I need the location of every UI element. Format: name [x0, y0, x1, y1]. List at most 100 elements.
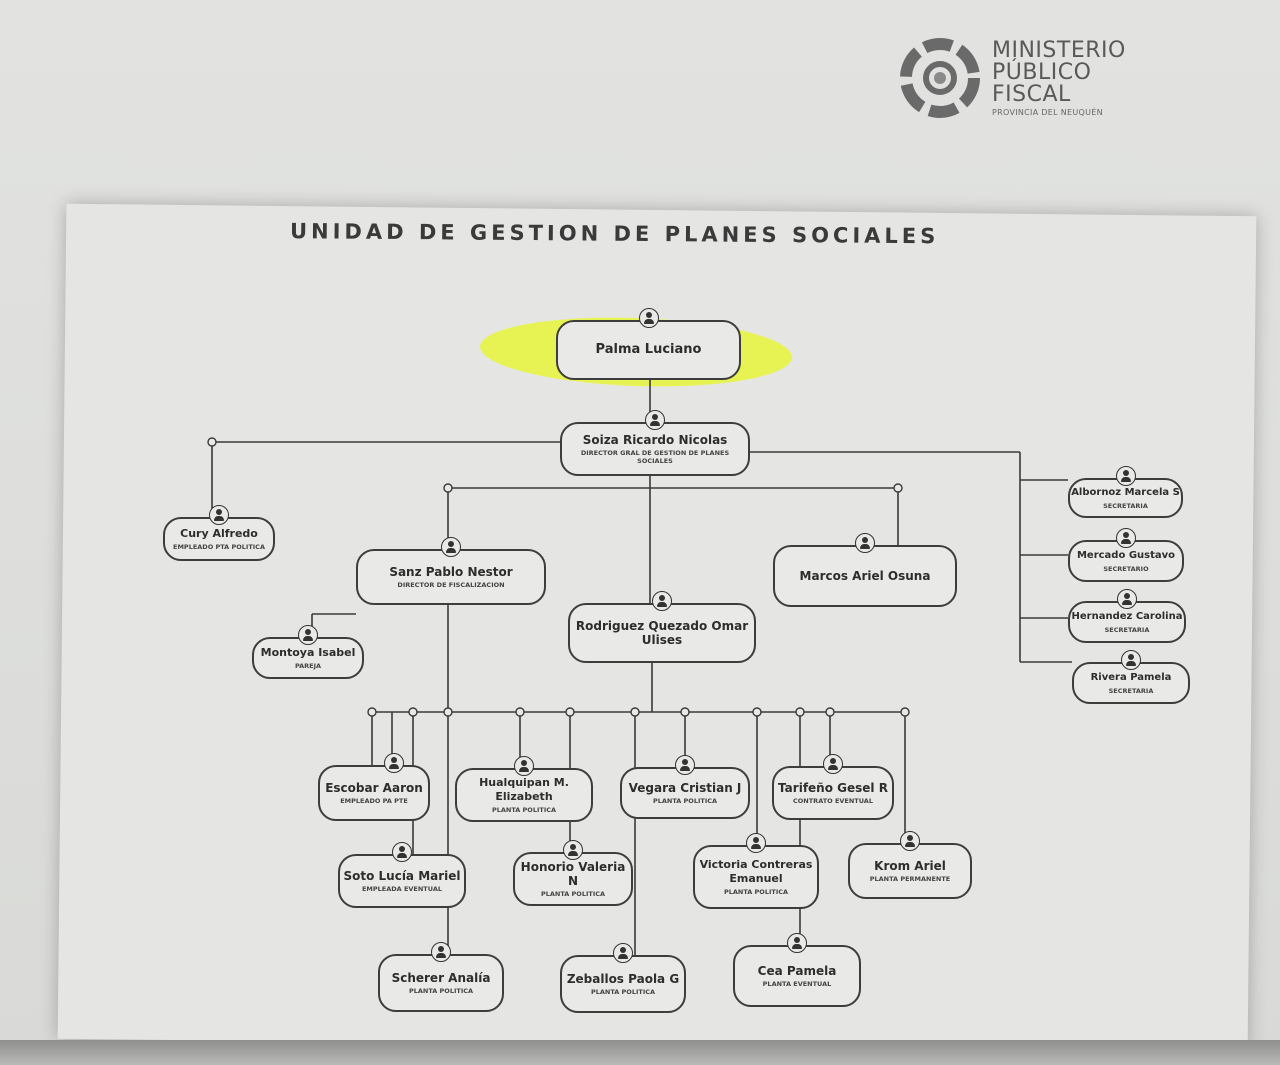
- node-role: SECRETARIA: [1104, 626, 1150, 634]
- person-icon: [652, 591, 672, 611]
- node-name: Rodriguez Quezado Omar Ulises: [575, 619, 749, 647]
- node-role: PLANTA EVENTUAL: [762, 980, 832, 988]
- node-role: SECRETARIO: [1103, 565, 1149, 573]
- node-name: Soiza Ricardo Nicolas: [582, 433, 728, 447]
- node-name: Hualquipan M. Elizabeth: [479, 776, 569, 803]
- connector-dot: [893, 483, 903, 493]
- node-name: Sanz Pablo Nestor: [389, 565, 513, 579]
- person-icon: [209, 505, 229, 525]
- connector-dot: [565, 707, 575, 717]
- org-node-marcos: Marcos Ariel Osuna: [773, 545, 957, 607]
- node-role: DIRECTOR GRAL DE GESTION DE PLANES SOCIA…: [580, 449, 730, 465]
- person-icon: [298, 625, 318, 645]
- person-icon: [855, 533, 875, 553]
- node-name: Palma Luciano: [595, 342, 702, 357]
- node-name: Mercado Gustavo: [1076, 550, 1176, 561]
- node-role: PLANTA POLITICA: [723, 888, 789, 896]
- node-name: Soto Lucía Mariel: [343, 869, 461, 883]
- person-icon: [787, 933, 807, 953]
- person-icon: [441, 537, 461, 557]
- connector-dot: [515, 707, 525, 717]
- person-icon: [1115, 466, 1136, 486]
- node-role: PLANTA POLITICA: [590, 988, 656, 996]
- person-icon: [645, 410, 665, 430]
- connector-dot: [443, 483, 453, 493]
- node-name: Marcos Ariel Osuna: [799, 569, 931, 583]
- node-role: CONTRATO EVENTUAL: [793, 797, 873, 805]
- connector-dot: [207, 437, 217, 447]
- person-icon: [638, 308, 659, 328]
- logo-line-1: MINISTERIO: [992, 38, 1126, 63]
- node-role: PLANTA PERMANENTE: [869, 875, 951, 883]
- node-name: Victoria Contreras Emanuel: [699, 858, 813, 885]
- org-node-tarifeno: Tarifeño Gesel R CONTRATO EVENTUAL: [772, 766, 894, 820]
- ministerio-logo: MINISTERIO PÚBLICO FISCAL PROVINCIA DEL …: [900, 38, 1160, 128]
- node-role: PAREJA: [294, 662, 322, 670]
- person-icon: [431, 942, 451, 962]
- connector-dot: [900, 707, 910, 717]
- node-role: PLANTA POLITICA: [491, 806, 557, 814]
- org-node-honorio: Honorio Valeria N PLANTA POLITICA: [513, 852, 633, 906]
- node-name: Tarifeño Gesel R: [778, 781, 888, 795]
- node-name: Scherer Analía: [391, 971, 491, 985]
- person-icon: [746, 833, 766, 853]
- person-icon: [384, 753, 404, 773]
- connector-dot: [443, 707, 453, 717]
- person-icon: [392, 842, 412, 862]
- node-role: EMPLEADA EVENTUAL: [361, 885, 442, 893]
- person-icon: [1117, 589, 1137, 609]
- node-name: Rivera Pamela: [1090, 672, 1172, 683]
- node-role: DIRECTOR DE FISCALIZACION: [397, 581, 505, 589]
- node-name: Vegara Cristian J: [628, 781, 742, 795]
- connector-dot: [630, 707, 640, 717]
- connector-dot: [408, 707, 418, 717]
- node-name: Honorio Valeria N: [520, 860, 626, 888]
- connector-dot: [825, 707, 835, 717]
- node-role: EMPLEADO PTA POLITICA: [173, 543, 265, 551]
- logo-line-2: PÚBLICO: [992, 60, 1092, 85]
- logo-line-3: FISCAL: [992, 82, 1071, 107]
- bottom-edge-shadow: [0, 1040, 1280, 1065]
- node-name: Krom Ariel: [874, 859, 946, 873]
- org-node-rodriguez: Rodriguez Quezado Omar Ulises: [568, 603, 756, 663]
- person-icon: [563, 840, 583, 860]
- node-name: Albornoz Marcela S: [1071, 487, 1180, 498]
- person-icon: [514, 756, 534, 776]
- connector-dot: [367, 707, 377, 717]
- node-role: PLANTA POLITICA: [408, 987, 474, 995]
- node-role: SECRETARIA: [1108, 687, 1154, 695]
- org-node-palma: Palma Luciano: [556, 320, 741, 380]
- node-name: Montoya Isabel: [260, 646, 356, 659]
- person-icon: [1121, 650, 1141, 670]
- node-name: Zeballos Paola G: [566, 972, 680, 986]
- connector-dot: [680, 707, 690, 717]
- node-role: PLANTA POLITICA: [540, 890, 606, 898]
- node-role: EMPLEADO PA PTE: [340, 797, 408, 805]
- org-node-zeballos: Zeballos Paola G PLANTA POLITICA: [560, 955, 686, 1013]
- person-icon: [1116, 528, 1136, 548]
- org-node-albornoz: Albornoz Marcela S SECRETARIA: [1068, 478, 1183, 518]
- person-icon: [675, 755, 695, 775]
- connector-dot: [752, 707, 762, 717]
- connector-dot: [795, 707, 805, 717]
- node-name: Escobar Aaron: [325, 781, 423, 795]
- person-icon: [900, 831, 920, 851]
- logo-line-4: PROVINCIA DEL NEUQUÉN: [992, 108, 1103, 117]
- person-icon: [823, 754, 843, 774]
- person-icon: [613, 943, 633, 963]
- logo-emblem-icon: [900, 38, 980, 118]
- node-name: Cea Pamela: [757, 964, 837, 978]
- node-name: Hernandez Carolina: [1071, 611, 1183, 622]
- node-name: Cury Alfredo: [180, 527, 258, 540]
- node-role: PLANTA POLITICA: [652, 797, 718, 805]
- node-role: SECRETARIA: [1103, 502, 1148, 510]
